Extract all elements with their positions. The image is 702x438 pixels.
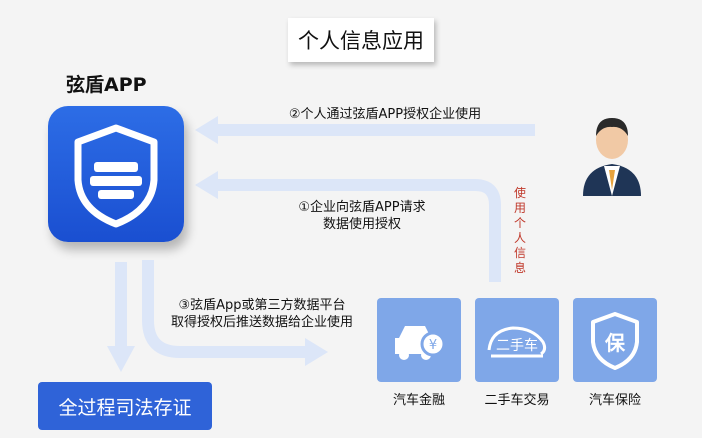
arrow-evidence	[107, 262, 135, 372]
service-tile-used-car: 二手车	[475, 298, 559, 382]
step3-label-line1: ③弦盾App或第三方数据平台	[178, 298, 346, 313]
shield-bao-icon-text: 保	[604, 331, 626, 355]
step1-label-line2: 数据使用授权	[322, 217, 401, 232]
person-icon	[583, 118, 641, 196]
shield-bao-icon: 保	[591, 312, 639, 370]
used-car-icon: 二手车	[487, 326, 547, 358]
judicial-evidence-box: 全过程司法存证	[38, 382, 212, 430]
svg-text:¥: ¥	[429, 338, 437, 353]
step1-label-line1: ①企业向弦盾APP请求	[298, 200, 426, 215]
arrow-step3	[142, 260, 328, 366]
step2-label: ②个人通过弦盾APP授权企业使用	[288, 107, 482, 122]
used-car-icon-text: 二手车	[496, 337, 538, 354]
use-personal-info-label: 使用个人信息	[513, 186, 526, 275]
app-name: 弦盾APP	[66, 74, 147, 96]
car-yuan-icon: ¥	[395, 326, 446, 360]
xiandun-app-icon	[48, 106, 184, 242]
step3-label-line2: 取得授权后推送数据给企业使用	[170, 315, 353, 330]
arrow-step2	[195, 116, 535, 144]
service-label-car-insurance: 汽车保险	[588, 393, 641, 408]
arrow-step1	[195, 171, 501, 282]
shield-s-icon	[74, 124, 158, 228]
service-tile-car-insurance: 保	[573, 298, 657, 382]
page-title: 个人信息应用	[288, 18, 434, 62]
service-label-car-finance: 汽车金融	[392, 393, 445, 408]
service-label-used-car: 二手车交易	[484, 393, 550, 408]
service-tile-car-finance: ¥	[377, 298, 461, 382]
